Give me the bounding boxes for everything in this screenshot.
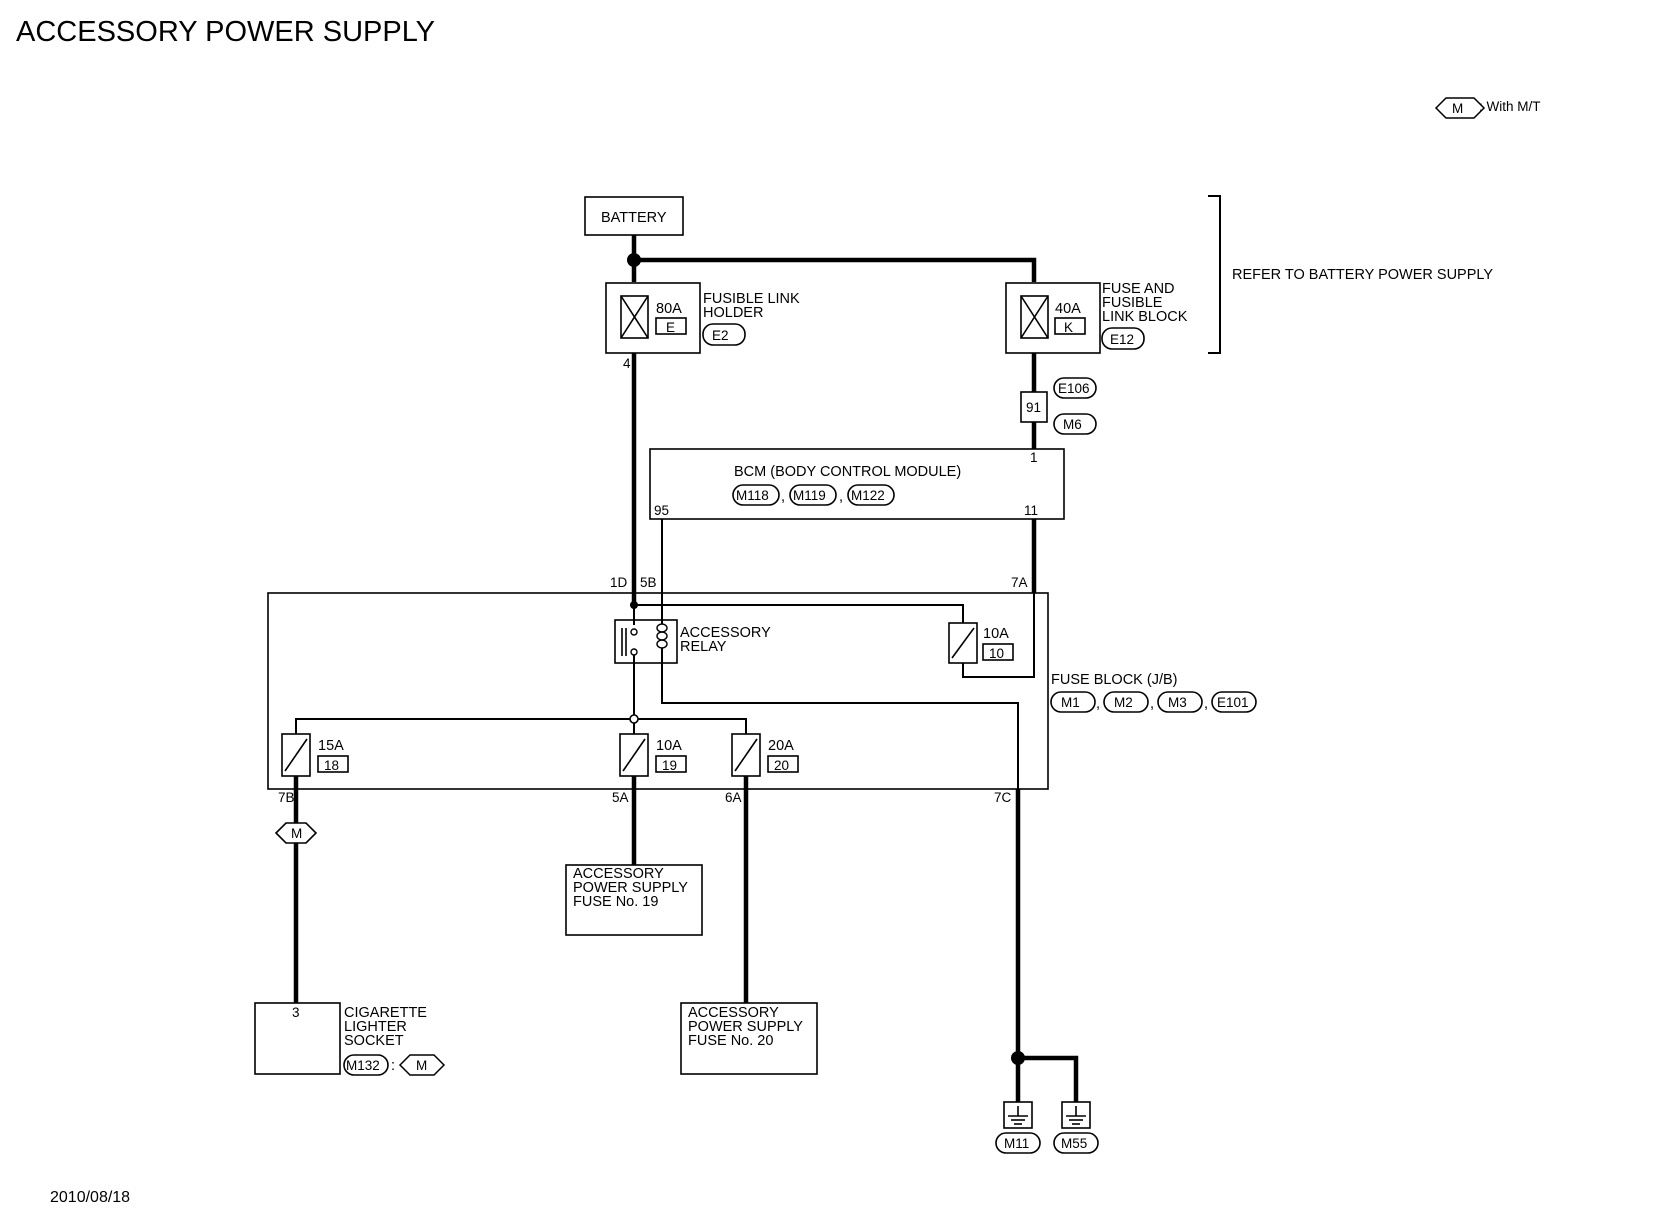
pin-7b: 7B	[278, 790, 295, 805]
acc-fuse-20-label-2: POWER SUPPLY	[688, 1019, 803, 1035]
legend: M : With M/T	[1434, 97, 1541, 119]
pin-6a: 6A	[725, 790, 742, 805]
pin-1d: 1D	[610, 575, 628, 590]
acc-fuse-19-label-3: FUSE No. 19	[573, 894, 658, 910]
lighter-label-2: LIGHTER	[344, 1019, 407, 1035]
splice-dot	[627, 253, 641, 267]
svg-text:,: ,	[839, 489, 843, 505]
fuse-19-number: 19	[662, 758, 677, 773]
refer-note: REFER TO BATTERY POWER SUPPLY	[1232, 267, 1493, 283]
fuse-20: 20A 20	[731, 733, 799, 777]
pin-5a: 5A	[612, 790, 629, 805]
relay-label-2: RELAY	[680, 639, 727, 655]
svg-text:,: ,	[781, 489, 785, 505]
refer-bracket: REFER TO BATTERY POWER SUPPLY	[1208, 195, 1493, 354]
fuse-block-label: FUSE BLOCK (J/B)	[1051, 672, 1178, 688]
accessory-relay: ACCESSORY RELAY	[614, 619, 771, 664]
page-title: ACCESSORY POWER SUPPLY	[16, 16, 435, 48]
fuse-20-number: 20	[774, 758, 789, 773]
option-marker-symbol	[1434, 97, 1486, 119]
bcm: BCM (BODY CONTROL MODULE) M118 , M119 , …	[649, 448, 1065, 520]
battery-label: BATTERY	[601, 210, 667, 226]
fuse-10-number: 10	[989, 646, 1004, 661]
connector-e106: E106	[1058, 381, 1090, 396]
fusible-link-id: E	[666, 320, 675, 335]
connector-m6: M6	[1063, 417, 1082, 432]
fuse-link-label-2: FUSIBLE	[1102, 295, 1163, 311]
connector-m118: M118	[736, 488, 769, 503]
ground-network: M11 M55	[995, 1051, 1099, 1154]
cigarette-lighter-socket: 3 CIGARETTE LIGHTER SOCKET M132 : M	[254, 1002, 446, 1076]
pin-7c: 7C	[994, 790, 1012, 805]
fusible-link-label-1: FUSIBLE LINK	[703, 291, 800, 307]
joint-pin: 91	[1026, 400, 1041, 415]
acc-power-supply-fuse-19: ACCESSORY POWER SUPPLY FUSE No. 19	[565, 864, 703, 936]
fuse-19-rating: 10A	[656, 738, 682, 754]
connector-e12: E12	[1110, 332, 1134, 347]
fuse-18: 15A 18	[281, 733, 349, 777]
acc-fuse-20-label-3: FUSE No. 20	[688, 1033, 773, 1049]
svg-text:,: ,	[1204, 696, 1208, 712]
connector-m119: M119	[793, 488, 826, 503]
fuse-18-rating: 15A	[318, 738, 344, 754]
fuse-19: 10A 19	[619, 733, 687, 777]
fuse-block: FUSE BLOCK (J/B) M1 , M2 , M3 , E101 1D …	[267, 575, 1257, 805]
legend-text: : With M/T	[1479, 99, 1541, 114]
fusible-link-rating: 80A	[656, 301, 682, 317]
acc-fuse-19-label-1: ACCESSORY	[573, 866, 664, 882]
connector-m2: M2	[1114, 695, 1133, 710]
fuse-20-rating: 20A	[768, 738, 794, 754]
acc-power-supply-fuse-20: ACCESSORY POWER SUPPLY FUSE No. 20	[680, 1002, 818, 1075]
ground-icon	[1003, 1101, 1033, 1129]
connector-m3: M3	[1168, 695, 1187, 710]
splice-node	[629, 714, 639, 724]
acc-fuse-20-label-1: ACCESSORY	[688, 1005, 779, 1021]
pin-5b: 5B	[640, 575, 657, 590]
option-marker: M	[274, 822, 318, 844]
acc-fuse-19-label-2: POWER SUPPLY	[573, 880, 688, 896]
fuse-link-id: K	[1064, 320, 1073, 335]
fuse-18-number: 18	[324, 758, 339, 773]
fusible-link-label-2: HOLDER	[703, 305, 763, 321]
fuse-10: 10A 10	[948, 622, 1014, 664]
fuse-and-fusible-link-block: 40A K FUSE AND FUSIBLE LINK BLOCK E12	[1005, 281, 1188, 354]
svg-text::: :	[391, 1058, 395, 1074]
pin-4: 4	[623, 356, 631, 371]
connector-m122: M122	[851, 488, 885, 503]
splice-dot	[630, 601, 638, 609]
fuse-link-rating: 40A	[1055, 301, 1081, 317]
connector-e2: E2	[712, 328, 729, 343]
lighter-pin: 3	[292, 1005, 300, 1020]
diagram-date: 2010/08/18	[50, 1189, 130, 1206]
svg-text:,: ,	[1150, 696, 1154, 712]
connector-m132: M132	[346, 1058, 380, 1073]
ground-m11: M11	[1004, 1136, 1029, 1151]
lighter-option: M	[416, 1058, 427, 1073]
option-marker-label: M	[291, 826, 302, 841]
lighter-label-1: CIGARETTE	[344, 1005, 427, 1021]
bcm-pin-11: 11	[1024, 503, 1038, 518]
lighter-label-3: SOCKET	[344, 1033, 404, 1049]
bcm-label: BCM (BODY CONTROL MODULE)	[734, 464, 961, 480]
connector-m1: M1	[1061, 695, 1080, 710]
bcm-pin-95: 95	[654, 503, 669, 518]
ground-icon	[1061, 1101, 1091, 1129]
svg-text:,: ,	[1096, 696, 1100, 712]
fusible-link-holder: 80A E FUSIBLE LINK HOLDER E2 4	[605, 282, 800, 371]
legend-symbol: M	[1452, 101, 1463, 116]
connector-e101: E101	[1217, 695, 1249, 710]
ground-m55: M55	[1061, 1136, 1087, 1151]
battery: BATTERY	[584, 196, 684, 236]
fuse-10-rating: 10A	[983, 626, 1009, 642]
fuse-link-label-1: FUSE AND	[1102, 281, 1175, 297]
pin-7a: 7A	[1011, 575, 1028, 590]
fuse-link-label-3: LINK BLOCK	[1102, 309, 1188, 325]
bcm-pin-1: 1	[1030, 450, 1038, 465]
relay-label-1: ACCESSORY	[680, 625, 771, 641]
